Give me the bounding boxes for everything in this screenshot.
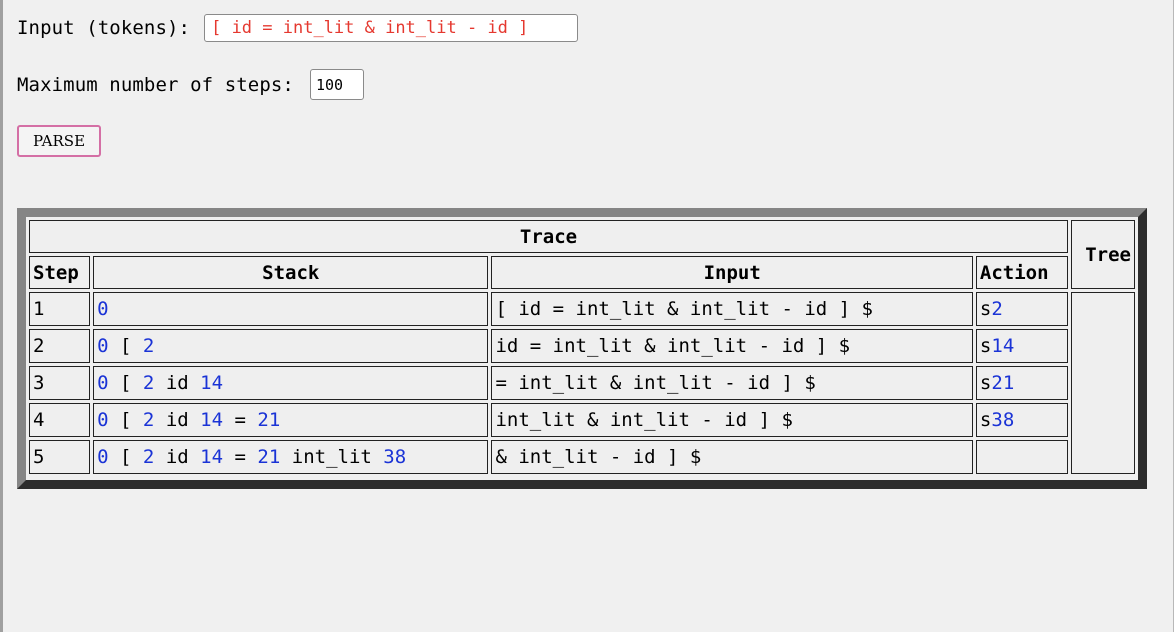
stack-state-number: 0 <box>97 409 109 431</box>
stack-state-number: 2 <box>142 335 155 357</box>
stack-state-number: 14 <box>200 409 224 431</box>
stack-state-number: 2 <box>142 446 155 468</box>
stack-state-number: 0 <box>97 372 109 394</box>
steps-row: Maximum number of steps: <box>17 69 364 100</box>
action-state-number: 38 <box>991 409 1015 431</box>
step-cell: 5 <box>29 440 91 474</box>
tokens-label: Input (tokens): <box>17 17 191 39</box>
stack-state-number: 38 <box>383 446 407 468</box>
action-cell: s14 <box>975 329 1069 363</box>
stack-cell: 0 [ 2 id 14 = 21 <box>93 403 489 437</box>
parse-button[interactable]: PARSE <box>17 125 101 157</box>
stack-state-number: 14 <box>200 372 224 394</box>
action-type: s <box>979 372 992 394</box>
tree-cell <box>1071 292 1135 474</box>
step-cell: 4 <box>29 403 91 437</box>
column-header-action: Action <box>975 256 1069 289</box>
stack-state-number: 0 <box>97 446 109 468</box>
column-header-input: Input <box>491 256 973 289</box>
action-cell: s38 <box>975 403 1069 437</box>
stack-symbol: [ <box>120 409 132 431</box>
action-type: s <box>979 335 992 357</box>
stack-state-number: 0 <box>97 335 109 357</box>
stack-cell: 0 [ 2 id 14 = 21 int_lit 38 <box>93 440 489 474</box>
stack-cell: 0 [ 2 <box>93 329 489 363</box>
window-left-border <box>0 0 3 632</box>
stack-symbol: id <box>165 446 189 468</box>
tokens-input[interactable] <box>204 14 579 42</box>
tree-header: Tree <box>1071 220 1135 289</box>
action-type: s <box>979 409 992 431</box>
stack-cell: 0 <box>93 292 489 326</box>
input-cell: = int_lit & int_lit - id ] $ <box>491 366 973 400</box>
tokens-row: Input (tokens): <box>17 14 579 42</box>
steps-label: Maximum number of steps: <box>17 73 294 96</box>
stack-state-number: 21 <box>257 409 281 431</box>
stack-symbol: [ <box>120 372 132 394</box>
column-header-stack: Stack <box>93 256 489 289</box>
action-cell <box>975 440 1069 474</box>
stack-symbol: = <box>234 409 246 431</box>
trace-header: Trace <box>29 220 1069 253</box>
action-type: s <box>979 298 992 320</box>
stack-cell: 0 [ 2 id 14 <box>93 366 489 400</box>
stack-state-number: 0 <box>97 298 109 320</box>
action-cell: s21 <box>975 366 1069 400</box>
stack-symbol: int_lit <box>291 446 372 468</box>
stack-state-number: 2 <box>142 372 155 394</box>
stack-symbol: id <box>165 372 189 394</box>
action-state-number: 2 <box>991 298 1003 320</box>
action-cell: s2 <box>975 292 1069 326</box>
input-cell: [ id = int_lit & int_lit - id ] $ <box>491 292 973 326</box>
step-cell: 3 <box>29 366 91 400</box>
stack-symbol: = <box>234 446 246 468</box>
stack-symbol: [ <box>120 446 132 468</box>
input-cell: id = int_lit & int_lit - id ] $ <box>491 329 973 363</box>
column-header-step: Step <box>29 256 91 289</box>
step-cell: 1 <box>29 292 91 326</box>
input-cell: & int_lit - id ] $ <box>491 440 973 474</box>
stack-symbol: [ <box>120 335 132 357</box>
step-cell: 2 <box>29 329 91 363</box>
stack-state-number: 2 <box>142 409 155 431</box>
stack-symbol: id <box>165 409 189 431</box>
action-state-number: 14 <box>991 335 1015 357</box>
stack-state-number: 21 <box>257 446 281 468</box>
stack-state-number: 14 <box>200 446 224 468</box>
max-steps-input[interactable] <box>309 69 364 100</box>
action-state-number: 21 <box>991 372 1015 394</box>
input-cell: int_lit & int_lit - id ] $ <box>491 403 973 437</box>
